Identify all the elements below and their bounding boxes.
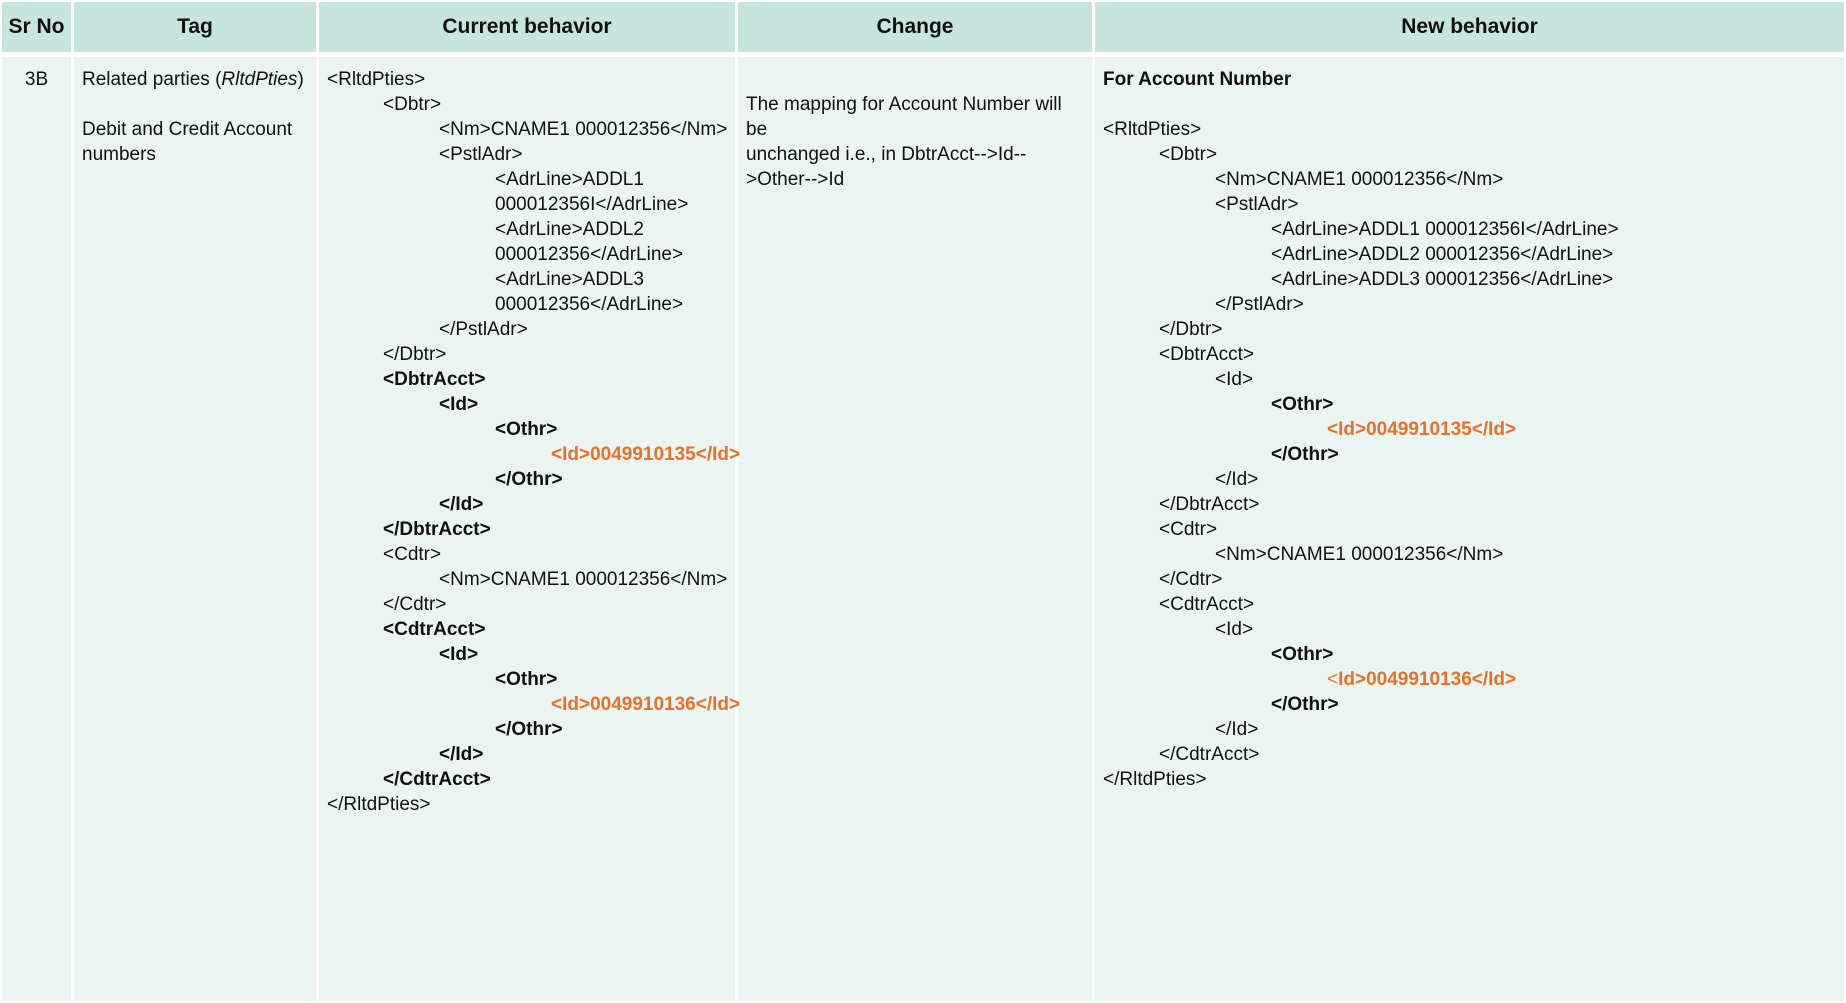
xml-line: </CdtrAcct>: [383, 769, 491, 790]
xml-line: <RltdPties>: [327, 69, 426, 90]
xml-line: </PstlAdr>: [439, 319, 528, 340]
xml-line: 000012356</AdrLine>: [495, 244, 684, 265]
xml-line: <DbtrAcct>: [383, 369, 486, 390]
xml-line: <DbtrAcct>: [1159, 344, 1255, 365]
new-xml-block: <RltdPties> <Dbtr> <Nm>CNAME1 000012356</N…: [1103, 117, 1836, 792]
tag-suffix: ): [297, 69, 304, 90]
xml-line: </Othr>: [495, 719, 563, 740]
tag-note-line1: Debit and Credit Account: [82, 119, 293, 140]
cell-change: The mapping for Account Number will be u…: [738, 57, 1095, 1001]
xml-line: <PstlAdr>: [1215, 194, 1299, 215]
tag-title: Related parties (RltdPties): [82, 67, 308, 92]
xml-line: <Id>0049910135</Id>: [1327, 419, 1517, 440]
tag-italic: RltdPties: [221, 69, 298, 90]
cell-tag: Related parties (RltdPties) Debit and Cr…: [74, 57, 319, 1001]
current-xml-block: <RltdPties> <Dbtr> <Nm>CNAME1 000012356</N…: [327, 67, 741, 817]
header-change: Change: [738, 2, 1095, 57]
cell-sr-no: 3B: [2, 57, 74, 1001]
xml-line: <Id>0049910136</Id>: [551, 694, 741, 715]
cell-current-behavior: <RltdPties> <Dbtr> <Nm>CNAME1 000012356</N…: [319, 57, 741, 1001]
xml-line: <Othr>: [1271, 644, 1334, 665]
header-tag: Tag: [74, 2, 319, 57]
xml-line: </Id>: [439, 744, 484, 765]
xml-line: <Nm>CNAME1 000012356</Nm>: [439, 569, 728, 590]
xml-line: </Othr>: [1271, 694, 1339, 715]
xml-line: <Id>: [1215, 619, 1254, 640]
xml-line: </Dbtr>: [1159, 319, 1223, 340]
header-sr-no: Sr No: [2, 2, 74, 57]
xml-line: </Cdtr>: [1159, 569, 1223, 590]
new-heading: For Account Number: [1103, 69, 1292, 90]
xml-line: </Othr>: [495, 469, 563, 490]
tag-prefix: Related parties (: [82, 69, 222, 90]
table-row: 3B Related parties (RltdPties) Debit and…: [2, 57, 1844, 1001]
xml-line: </Cdtr>: [383, 594, 447, 615]
tag-note-line2: numbers: [82, 144, 156, 165]
xml-line: </DbtrAcct>: [383, 519, 491, 540]
xml-line: <CdtrAcct>: [383, 619, 486, 640]
xml-line: </RltdPties>: [1103, 769, 1207, 790]
header-current-behavior: Current behavior: [319, 2, 738, 57]
xml-line: <AdrLine>ADDL2: [495, 219, 644, 240]
xml-line: <Id>0049910135</Id>: [551, 444, 741, 465]
xml-line: <Nm>CNAME1 000012356</Nm>: [439, 119, 728, 140]
xml-line: </Dbtr>: [383, 344, 447, 365]
xml-line: 000012356</AdrLine>: [495, 294, 684, 315]
header-row: Sr No Tag Current behavior Change New be…: [2, 2, 1844, 57]
xml-line: <PstlAdr>: [439, 144, 523, 165]
xml-line: <RltdPties>: [1103, 119, 1202, 140]
xml-line: <Dbtr>: [1159, 144, 1218, 165]
xml-line: <Id>: [439, 394, 479, 415]
change-line2: unchanged i.e., in DbtrAcct-->Id-->Other…: [746, 144, 1027, 190]
xml-line: <AdrLine>ADDL1: [495, 169, 644, 190]
xml-line: </Id>: [1215, 719, 1259, 740]
xml-line: <Othr>: [495, 419, 558, 440]
xml-line: <Cdtr>: [1159, 519, 1218, 540]
xml-line: </PstlAdr>: [1215, 294, 1304, 315]
cell-new-behavior: For Account Number <RltdPties> <Dbtr> <Nm>…: [1095, 57, 1844, 1001]
xml-line: <Nm>CNAME1 000012356</Nm>: [1215, 544, 1504, 565]
xml-line: <AdrLine>ADDL1 000012356I</AdrLine>: [1271, 219, 1619, 240]
header-new-behavior: New behavior: [1095, 2, 1844, 57]
xml-line: <CdtrAcct>: [1159, 594, 1255, 615]
xml-line: </RltdPties>: [327, 794, 431, 815]
xml-line: <Nm>CNAME1 000012356</Nm>: [1215, 169, 1504, 190]
xml-line: <Id>0049910136</Id>: [1327, 669, 1517, 690]
xml-line: <Cdtr>: [383, 544, 442, 565]
xml-line: <AdrLine>ADDL2 000012356</AdrLine>: [1271, 244, 1614, 265]
xml-line: <Id>: [439, 644, 479, 665]
change-line1: The mapping for Account Number will be: [746, 94, 1062, 140]
xml-line: <AdrLine>ADDL3 000012356</AdrLine>: [1271, 269, 1614, 290]
xml-line: 000012356I</AdrLine>: [495, 194, 689, 215]
xml-line: </DbtrAcct>: [1159, 494, 1260, 515]
xml-line: </Id>: [1215, 469, 1259, 490]
xml-line: <Othr>: [1271, 394, 1334, 415]
xml-line: </Id>: [439, 494, 484, 515]
xml-line: </Othr>: [1271, 444, 1339, 465]
xml-line: </CdtrAcct>: [1159, 744, 1260, 765]
xml-line: <AdrLine>ADDL3: [495, 269, 644, 290]
xml-line: <Id>: [1215, 369, 1254, 390]
xml-line: <Dbtr>: [383, 94, 442, 115]
xml-line: <Othr>: [495, 669, 558, 690]
sr-no-value: 3B: [24, 69, 49, 90]
